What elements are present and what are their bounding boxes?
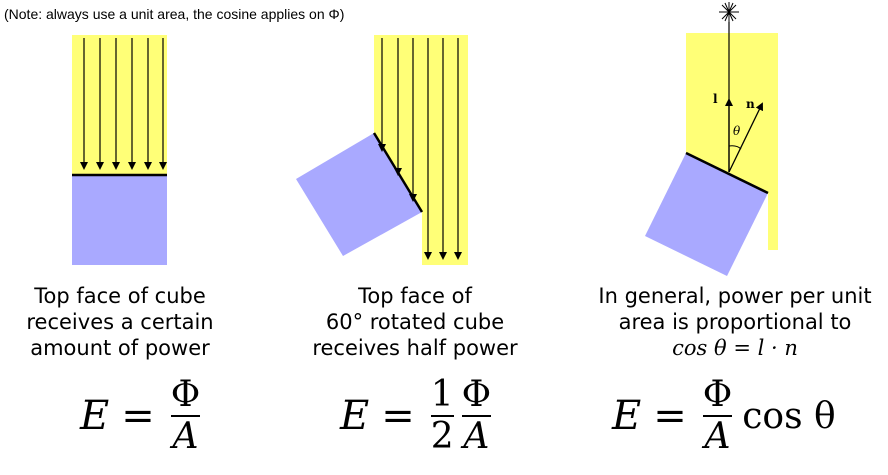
fraction-phi-over-a: Φ A [702,374,733,457]
panel-2-equation: E = 1 2 Φ A [340,374,492,457]
angle-label: θ [733,124,741,138]
panel-1-caption: Top face of cube receives a certain amou… [26,284,214,360]
light-source-icon [719,2,739,22]
fraction-one-half: 1 2 [430,374,454,457]
fraction-phi-over-a: Φ A [461,374,492,457]
panel-2-rays [378,38,462,260]
panel-1-equation: E = Φ A [80,374,201,457]
normal-vector-label: n [746,97,755,111]
panel-3-top-face [685,151,769,195]
angle-arc [728,145,742,150]
panel-3-light-beam [686,33,778,250]
panel-3-figure: l n θ [645,2,778,276]
note-text: (Note: always use a unit area, the cosin… [4,6,345,22]
panel-2-cube [296,133,422,256]
panel-1-cube [72,175,167,265]
panel-1-rays [80,38,167,170]
panel-3-equation: E = Φ A cos θ [612,374,836,457]
panel-1-light-beam [72,35,167,175]
light-vector-label: l [713,92,718,106]
panel-2-figure [296,35,468,265]
normal-vector-arrow [728,102,763,173]
cosine-theta: cos θ [742,395,836,437]
fraction-phi-over-a: Φ A [170,374,201,457]
panel-3-caption: In general, power per unit area is propo… [585,283,885,361]
panel-2-caption: Top face of 60° rotated cube receives ha… [312,284,518,360]
cosine-dot-product: cos θ = l · n [672,336,798,360]
panel-3-cube [645,153,768,276]
panel-1-figure [72,35,167,265]
